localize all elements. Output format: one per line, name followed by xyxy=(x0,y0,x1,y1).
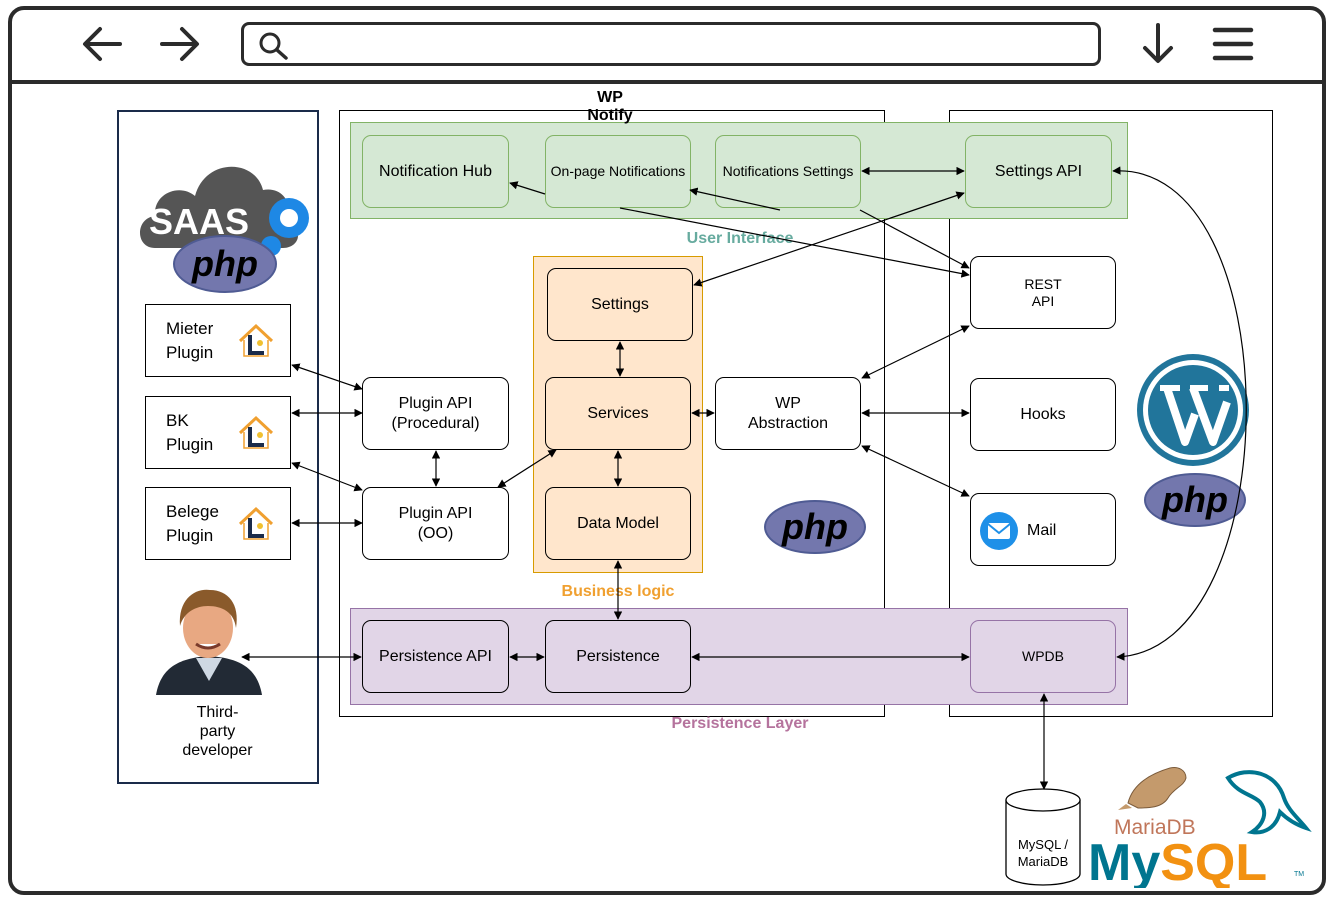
mieter-plugin[interactable]: Mieter Plugin xyxy=(145,304,291,377)
saas-logo-text: SAAS xyxy=(149,201,249,242)
data-model-node[interactable]: Data Model xyxy=(545,487,691,560)
house-logo-icon xyxy=(238,506,274,540)
mail-icon xyxy=(980,512,1018,550)
saas-php-text: php xyxy=(191,243,258,284)
arrow-left-icon[interactable] xyxy=(80,24,124,64)
download-icon[interactable] xyxy=(1140,22,1176,66)
mariadb-text: MariaDB xyxy=(1114,816,1196,839)
arrow-onpage-rest xyxy=(619,207,970,278)
address-bar[interactable] xyxy=(241,22,1101,66)
arrow-notifsettings-rest xyxy=(859,209,970,269)
arrow-settingsapi-wpdb xyxy=(1112,166,1247,661)
php-right-text: php xyxy=(1161,479,1228,520)
house-logo-icon xyxy=(238,415,274,449)
database-label: MySQL / MariaDB xyxy=(1017,837,1069,869)
php-center-text: php xyxy=(781,506,848,547)
persistence-api-node[interactable]: Persistence API xyxy=(362,620,509,693)
hooks-node[interactable]: Hooks xyxy=(970,378,1116,451)
mail-label: Mail xyxy=(1027,522,1057,539)
arrow-wpabstraction-mail xyxy=(861,445,970,497)
arrow-mieter-procedural xyxy=(291,363,363,391)
arrow-wpabstraction-rest xyxy=(861,325,970,379)
mysql-tm: TM xyxy=(1294,871,1304,878)
arrow-to-onpage xyxy=(689,187,781,211)
wp-abstraction-node[interactable]: WP Abstraction xyxy=(715,377,861,450)
plugin-api-oo-node[interactable]: Plugin API (OO) xyxy=(362,487,509,560)
wpdb-node[interactable]: WPDB xyxy=(970,620,1116,693)
settings-api-node[interactable]: Settings API xyxy=(965,135,1112,208)
belege-plugin[interactable]: Belege Plugin xyxy=(145,487,291,560)
services-node[interactable]: Services xyxy=(545,377,691,450)
plugin-api-procedural-node[interactable]: Plugin API (Procedural) xyxy=(362,377,509,450)
settings-node[interactable]: Settings xyxy=(547,268,693,341)
arrow-settings-settingsapi xyxy=(693,191,965,287)
developer-label: Third- party developer xyxy=(182,704,253,759)
house-logo-icon xyxy=(238,323,274,357)
persistence-layer-label: Persistence Layer xyxy=(671,715,809,732)
mysql-text: MySQL xyxy=(1088,834,1267,888)
arrow-bk-oo xyxy=(291,461,363,492)
mieter-plugin-label: Mieter Plugin xyxy=(166,319,214,362)
php-logo-right: php xyxy=(1144,473,1246,527)
php-logo-center: php xyxy=(764,500,866,554)
bk-plugin-label: BK Plugin xyxy=(166,411,214,454)
onpage-notifications-node[interactable]: On-page Notifications xyxy=(545,135,691,208)
external-clients-panel xyxy=(117,110,319,784)
hamburger-menu-icon[interactable] xyxy=(1210,24,1256,64)
arrow-to-notification-hub xyxy=(509,181,546,195)
browser-window-frame xyxy=(8,6,1326,895)
bk-plugin[interactable]: BK Plugin xyxy=(145,396,291,469)
search-icon xyxy=(259,32,288,60)
persistence-node[interactable]: Persistence xyxy=(545,620,691,693)
wp-notify-title: WP Notify xyxy=(587,89,633,124)
database-cylinder xyxy=(1005,788,1081,886)
mail-node[interactable]: Mail xyxy=(970,493,1116,566)
notification-hub-node[interactable]: Notification Hub xyxy=(362,135,509,208)
mariadb-mysql-logo: MariaDB MySQL TM xyxy=(1088,767,1312,888)
wordpress-logo-icon xyxy=(1137,354,1249,466)
developer-photo xyxy=(156,586,262,695)
toolbar-divider xyxy=(8,80,1326,84)
saas-php-logo: SAAS php xyxy=(140,166,309,293)
belege-plugin-label: Belege Plugin xyxy=(166,502,219,545)
arrow-right-icon[interactable] xyxy=(158,24,202,64)
arrow-oo-services xyxy=(497,449,557,488)
